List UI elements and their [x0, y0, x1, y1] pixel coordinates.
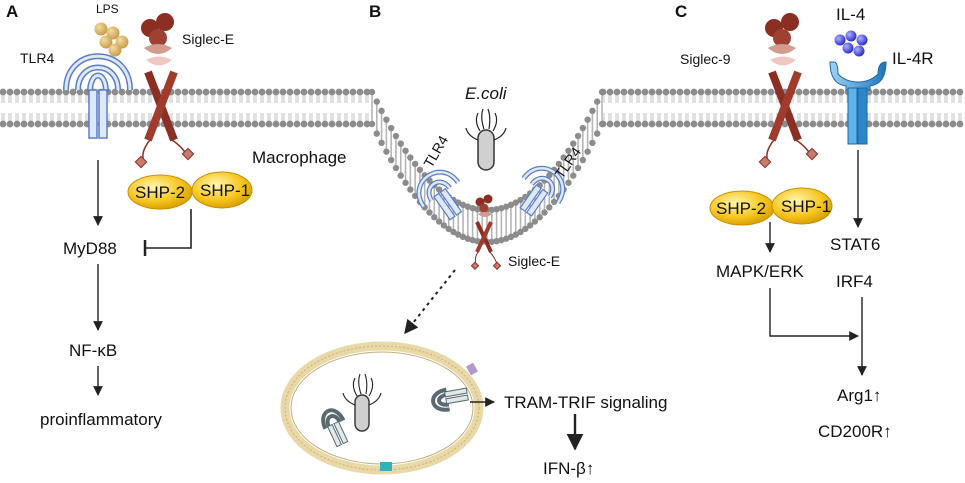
phagosome-ecoli-icon	[342, 373, 382, 432]
phagosome-vesicle	[280, 341, 484, 475]
lps-label: LPS	[96, 2, 119, 16]
siglec-e-label-b: Siglec-E	[508, 253, 560, 269]
arg1-label: Arg1↑	[837, 386, 881, 405]
tlr4-left-label: TLR4	[420, 132, 451, 170]
shp-phosphatases-c	[709, 187, 833, 226]
siglec-e-receptor-icon	[134, 13, 195, 169]
lps-molecule-icon	[94, 22, 129, 57]
tlr4-left-receptor-icon	[416, 169, 463, 221]
nfkb-label: NF-κB	[69, 341, 117, 360]
panel-a-label: A	[6, 2, 18, 21]
ecoli-label: E.coli	[465, 84, 508, 103]
dotted-endocytosis-arrow	[404, 269, 456, 335]
tlr4-right-receptor-icon	[519, 165, 566, 217]
cd200r-label: CD200R↑	[818, 422, 892, 441]
mapk-erk-label: MAPK/ERK	[716, 262, 805, 281]
shp2-label-a: SHP-2	[135, 183, 185, 202]
stat6-label: STAT6	[830, 235, 880, 254]
arrow-mapk-to-arg1	[769, 288, 859, 341]
il4r-receptor-icon	[829, 61, 887, 145]
siglec-9-label: Siglec-9	[680, 51, 731, 67]
ecoli-bacterium-icon	[465, 108, 507, 171]
phagosome-tlr4-lower-icon	[321, 408, 349, 448]
siglec-9-receptor-icon	[758, 13, 819, 169]
siglec-e-label-a: Siglec-E	[182, 31, 234, 47]
tlr4-receptor-icon	[63, 53, 133, 139]
shp-phosphatases-a	[127, 171, 253, 210]
il4-cytokine-icon	[834, 30, 868, 57]
shp1-label-c: SHP-1	[781, 197, 831, 216]
tram-trif-label: TRAM-TRIF signaling	[504, 393, 667, 412]
siglec-e-small-receptor-icon	[470, 194, 502, 270]
irf4-label: IRF4	[836, 272, 873, 291]
cell-membrane-left	[0, 88, 371, 128]
inhibition-line	[145, 209, 192, 249]
shp1-label-a: SHP-1	[200, 181, 250, 200]
myd88-label: MyD88	[63, 239, 117, 258]
il4-label: IL-4	[836, 5, 865, 24]
ifn-beta-label: IFN-β↑	[543, 459, 594, 478]
panel-b-label: B	[369, 2, 381, 21]
proinflammatory-label: proinflammatory	[40, 410, 162, 429]
macrophage-label: Macrophage	[252, 148, 347, 167]
il4r-label: IL-4R	[892, 49, 934, 68]
phagosome-tlr4-upper-icon	[431, 387, 469, 412]
shp2-label-c: SHP-2	[716, 199, 766, 218]
panel-c-label: C	[675, 2, 687, 21]
tlr4-label-a: TLR4	[20, 50, 54, 66]
